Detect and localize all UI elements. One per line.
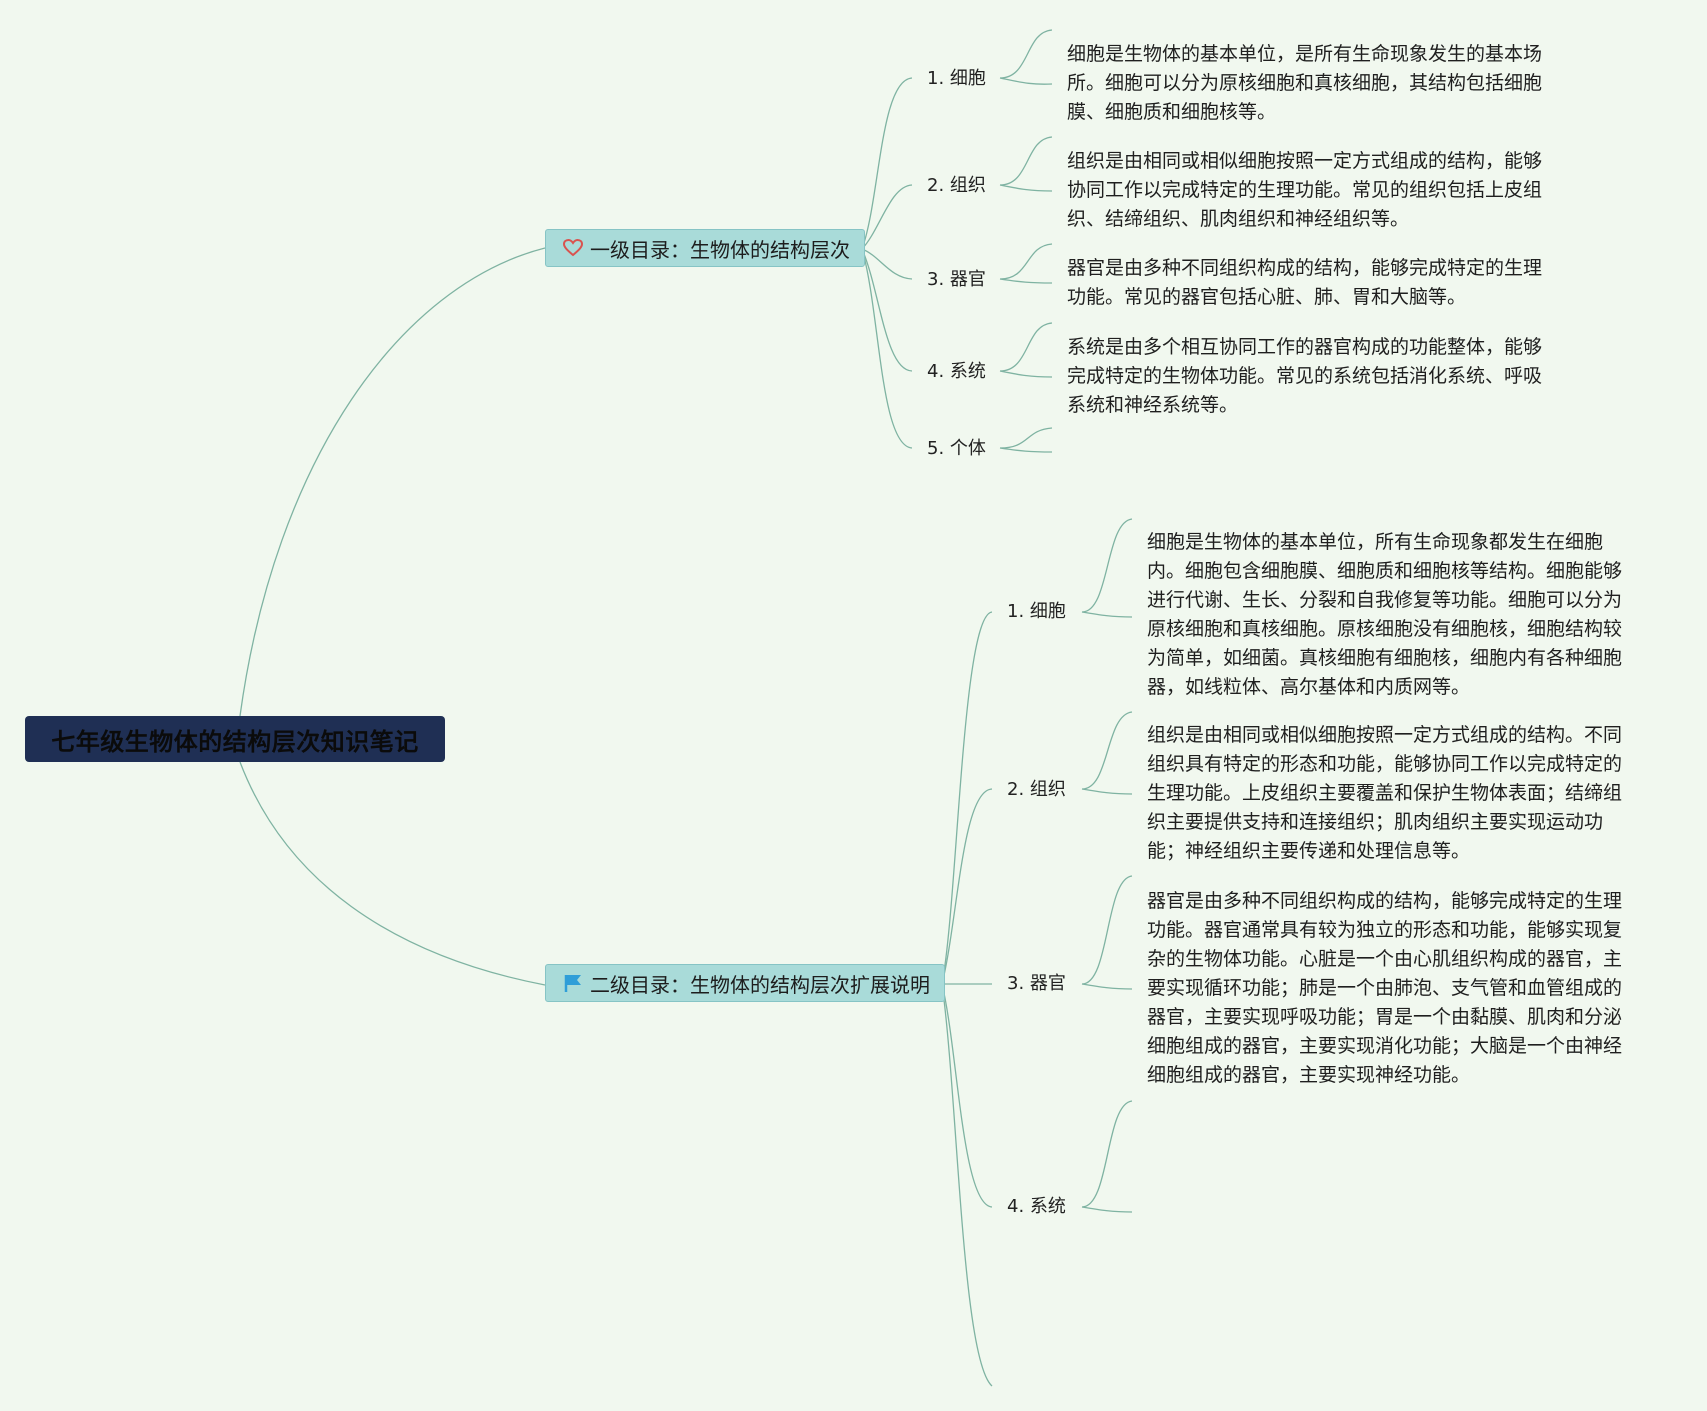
b2-desc-1[interactable]: 细胞是生物体的基本单位，所有生命现象都发生在细胞 内。细胞包含细胞膜、细胞质和细…	[1147, 531, 1623, 698]
b1-desc-4[interactable]: 系统是由多个相互协同工作的器官构成的功能整体，能够 完成特定的生物体功能。常见的…	[1067, 336, 1543, 416]
connector-b2-s1-desc	[1081, 518, 1133, 618]
root-topic[interactable]: 七年级生物体的结构层次知识笔记	[25, 716, 445, 762]
b1-subtopic-4[interactable]: 4. 系统	[927, 361, 986, 382]
b1-desc-2[interactable]: 组织是由相同或相似细胞按照一定方式组成的结构，能够 协同工作以完成特定的生理功能…	[1067, 150, 1543, 230]
connector-b2-s2	[941, 788, 993, 985]
branch-1[interactable]: 一级目录：生物体的结构层次	[545, 229, 865, 267]
b2-subtopic-2[interactable]: 2. 组织	[1007, 779, 1066, 800]
connector-b2-s4-desc	[1081, 1100, 1133, 1213]
connector-b1-s4	[861, 248, 913, 372]
connector-b1-s3	[861, 248, 913, 280]
b2-desc-3[interactable]: 器官是由多种不同组织构成的结构，能够完成特定的生理 功能。器官通常具有较为独立的…	[1147, 890, 1623, 1086]
connector-b1-s1-desc	[999, 29, 1053, 85]
heart-icon	[562, 237, 584, 259]
connector-root-branch-1	[239, 247, 546, 717]
branch-2-label: 二级目录：生物体的结构层次扩展说明	[590, 972, 930, 997]
connector-b2-s5	[941, 983, 993, 1387]
connector-b2-s2-desc	[1081, 711, 1133, 795]
b2-subtopic-3[interactable]: 3. 器官	[1007, 973, 1066, 994]
b1-subtopic-1[interactable]: 1. 细胞	[927, 68, 986, 89]
b1-subtopic-3[interactable]: 3. 器官	[927, 269, 986, 290]
root-title: 七年级生物体的结构层次知识笔记	[51, 727, 419, 756]
b1-desc-1[interactable]: 细胞是生物体的基本单位，是所有生命现象发生的基本场 所。细胞可以分为原核细胞和真…	[1067, 43, 1543, 123]
flag-icon	[562, 972, 584, 994]
b1-subtopic-2[interactable]: 2. 组织	[927, 175, 986, 196]
branch-1-label: 一级目录：生物体的结构层次	[590, 237, 850, 262]
connector-b1-s3-desc	[999, 243, 1053, 284]
connector-root-branch-2	[239, 761, 546, 986]
connector-b2-s3-desc	[1081, 875, 1133, 990]
connector-b2-s1	[941, 611, 993, 985]
b1-desc-3[interactable]: 器官是由多种不同组织构成的结构，能够完成特定的生理 功能。常见的器官包括心脏、肺…	[1067, 257, 1543, 308]
connector-b1-s2-desc	[999, 136, 1053, 192]
branch-2[interactable]: 二级目录：生物体的结构层次扩展说明	[545, 964, 945, 1002]
connector-b1-s4-desc	[999, 322, 1053, 378]
connector-b1-s1	[861, 77, 913, 250]
b1-subtopic-5[interactable]: 5. 个体	[927, 438, 986, 459]
b2-subtopic-4[interactable]: 4. 系统	[1007, 1196, 1066, 1217]
b2-subtopic-1[interactable]: 1. 细胞	[1007, 601, 1066, 622]
connector-b2-s4	[941, 983, 993, 1208]
connector-b1-s2	[861, 184, 913, 250]
b2-desc-2[interactable]: 组织是由相同或相似细胞按照一定方式组成的结构。不同 组织具有特定的形态和功能，能…	[1147, 724, 1623, 862]
connector-b1-s5-desc	[999, 427, 1053, 453]
connector-b1-s5	[861, 248, 913, 449]
